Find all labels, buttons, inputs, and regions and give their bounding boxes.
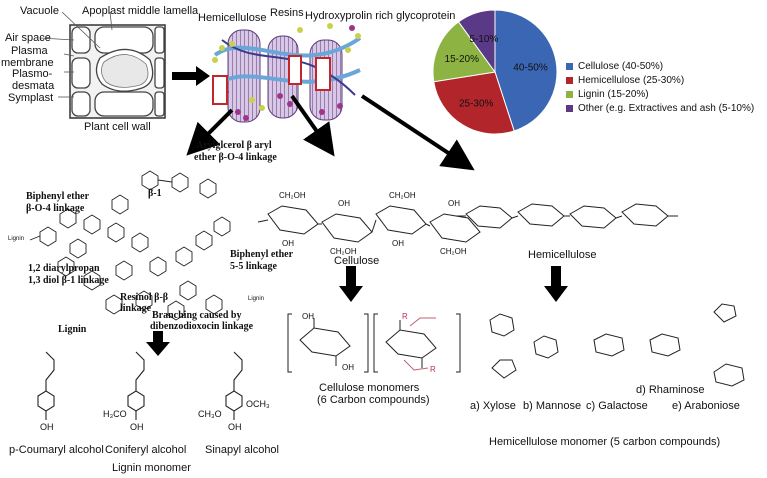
aryl-linkage-label-1: Arylglcerol β aryl <box>196 140 272 151</box>
p-coumaryl-label: p-Coumaryl alcohol <box>9 444 104 456</box>
pie-slice-label-0: 40-50% <box>513 62 548 73</box>
symplast-label: Symplast <box>8 92 54 104</box>
air-space-label: Air space <box>5 32 51 44</box>
legend-label-0: Cellulose (40-50%) <box>578 61 664 72</box>
oh-cellulose-1: OH <box>338 199 350 208</box>
pie-slice-label-3: 5-10% <box>469 34 498 45</box>
vacuole-label: Vacuole <box>20 5 59 17</box>
resinol-label-2: linkage <box>120 303 152 314</box>
ch2oh-label-3: CH₂OH <box>330 247 357 256</box>
legend-label-1: Hemicellulose (25-30%) <box>578 75 685 86</box>
oh-monomer-1: OH <box>302 312 314 321</box>
legend-swatch-0 <box>566 63 573 70</box>
oh-cellulose-2: OH <box>448 199 460 208</box>
diaryl-label-1: 1,2 diarylpropan <box>28 263 100 274</box>
legend-swatch-2 <box>566 91 573 98</box>
arrow-to-hemicellulose <box>360 94 475 171</box>
lignin-tag-left: Lignin <box>8 236 25 242</box>
biphenyl-55-label-2: 5-5 linkage <box>230 261 277 272</box>
microfibril-figure <box>212 23 362 123</box>
coniferyl-methoxy: H₃CO <box>103 409 127 419</box>
oh-label-1: OH <box>40 422 54 432</box>
r-group-1: R <box>402 312 408 321</box>
hemicellulose-chain <box>456 203 678 229</box>
oh-label-2: OH <box>130 422 144 432</box>
arrow-hemicellulose-to-monomers <box>544 266 568 302</box>
coniferyl-label: Coniferyl alcohol <box>105 444 187 456</box>
ch2oh-label-4: CH₂OH <box>440 247 467 256</box>
oh-cellulose-3: OH <box>282 239 294 248</box>
biphenyl-ether-label-2: β-O-4 linkage <box>26 203 85 214</box>
arrow-lignin-to-monomers <box>146 331 170 356</box>
ch2oh-label-1: CH₂OH <box>279 191 306 200</box>
cellulose-monomers-caption-1: Cellulose monomers <box>319 382 420 394</box>
hemicellulose-caption: Hemicellulose <box>528 249 597 261</box>
ch2oh-label-2: CH₂OH <box>389 191 416 200</box>
aryl-linkage-label-2: ether β-O-4 linkage <box>194 152 277 163</box>
arrow-cellulose-to-monomers <box>339 266 363 302</box>
hemicellulose-monomer-footer: Hemicellulose monomer (5 carbon compound… <box>489 436 721 448</box>
araboniose-label: e) Araboniose <box>672 400 740 412</box>
plant-cell-wall-caption: Plant cell wall <box>84 121 151 133</box>
oh-monomer-2: OH <box>342 363 354 372</box>
arrow-cellwall-to-fibril <box>172 66 210 86</box>
cellulose-monomer-structures <box>287 313 461 373</box>
resins-label: Resins <box>270 7 304 19</box>
pie-slice-label-1: 25-30% <box>459 99 494 110</box>
hemicellulose-fibril-label: Hemicellulose <box>198 12 267 24</box>
arrow-to-lignin <box>186 108 234 156</box>
plasmo-label: Plasmo- <box>12 68 53 80</box>
sinapyl-methoxy-right: OCH₃ <box>246 399 270 409</box>
branching-label-2: dibenzodioxocin linkage <box>150 321 254 332</box>
legend-swatch-1 <box>566 77 573 84</box>
apoplast-label: Apoplast middle lamella <box>82 5 199 17</box>
resinol-label-1: Resinol β-β <box>120 292 169 303</box>
r-group-2: R <box>430 365 436 374</box>
biphenyl-ether-label-1: Biphenyl ether <box>26 191 90 202</box>
galactose-label: c) Galactose <box>586 400 648 412</box>
plant-cell-wall-figure <box>39 11 166 119</box>
cellulose-chain <box>257 205 481 243</box>
desmata-label: desmata <box>12 80 55 92</box>
lignin-monomer-caption: Lignin monomer <box>112 462 191 474</box>
branching-label-1: Branching caused by <box>152 310 242 321</box>
cellulose-monomers-caption-2: (6 Carbon compounds) <box>317 394 430 406</box>
lignin-structure <box>29 170 231 321</box>
rhaminose-label: d) Rhaminose <box>636 384 705 396</box>
diaryl-label-2: 1,3 diol β-1 linkage <box>28 275 109 286</box>
pie-slice-3 <box>457 9 496 74</box>
mannose-label: b) Mannose <box>523 400 582 412</box>
cellulose-caption: Cellulose <box>334 255 380 267</box>
beta1-label: β-1 <box>148 188 162 199</box>
lignin-monomer-structures <box>37 351 243 420</box>
glycoprotein-label: Hydroxyprolin rich glycoprotein <box>305 10 456 22</box>
legend-label-3: Other (e.g. Extractives and ash (5-10%) <box>578 103 755 114</box>
legend-swatch-3 <box>566 105 573 112</box>
hemicellulose-monomer-structures <box>489 303 745 387</box>
pie-slice-label-2: 15-20% <box>445 54 480 65</box>
pie-slice-1 <box>433 71 515 135</box>
membrane-label: membrane <box>1 57 54 69</box>
sinapyl-label: Sinapyl alcohol <box>205 444 279 456</box>
lignin-tag-right: Lignin <box>248 296 265 302</box>
pie-slice-0 <box>494 9 558 132</box>
oh-cellulose-4: OH <box>392 239 404 248</box>
legend-label-2: Lignin (15-20%) <box>578 89 649 100</box>
sinapyl-methoxy-left: CH₃O <box>198 409 222 419</box>
lignin-caption: Lignin <box>58 324 87 335</box>
biphenyl-55-label-1: Biphenyl ether <box>230 249 294 260</box>
arrow-to-cellulose <box>290 94 335 157</box>
xylose-label: a) Xylose <box>470 400 516 412</box>
pie-slice-2 <box>432 21 496 83</box>
plasma-label: Plasma <box>11 45 48 57</box>
oh-label-3: OH <box>228 422 242 432</box>
